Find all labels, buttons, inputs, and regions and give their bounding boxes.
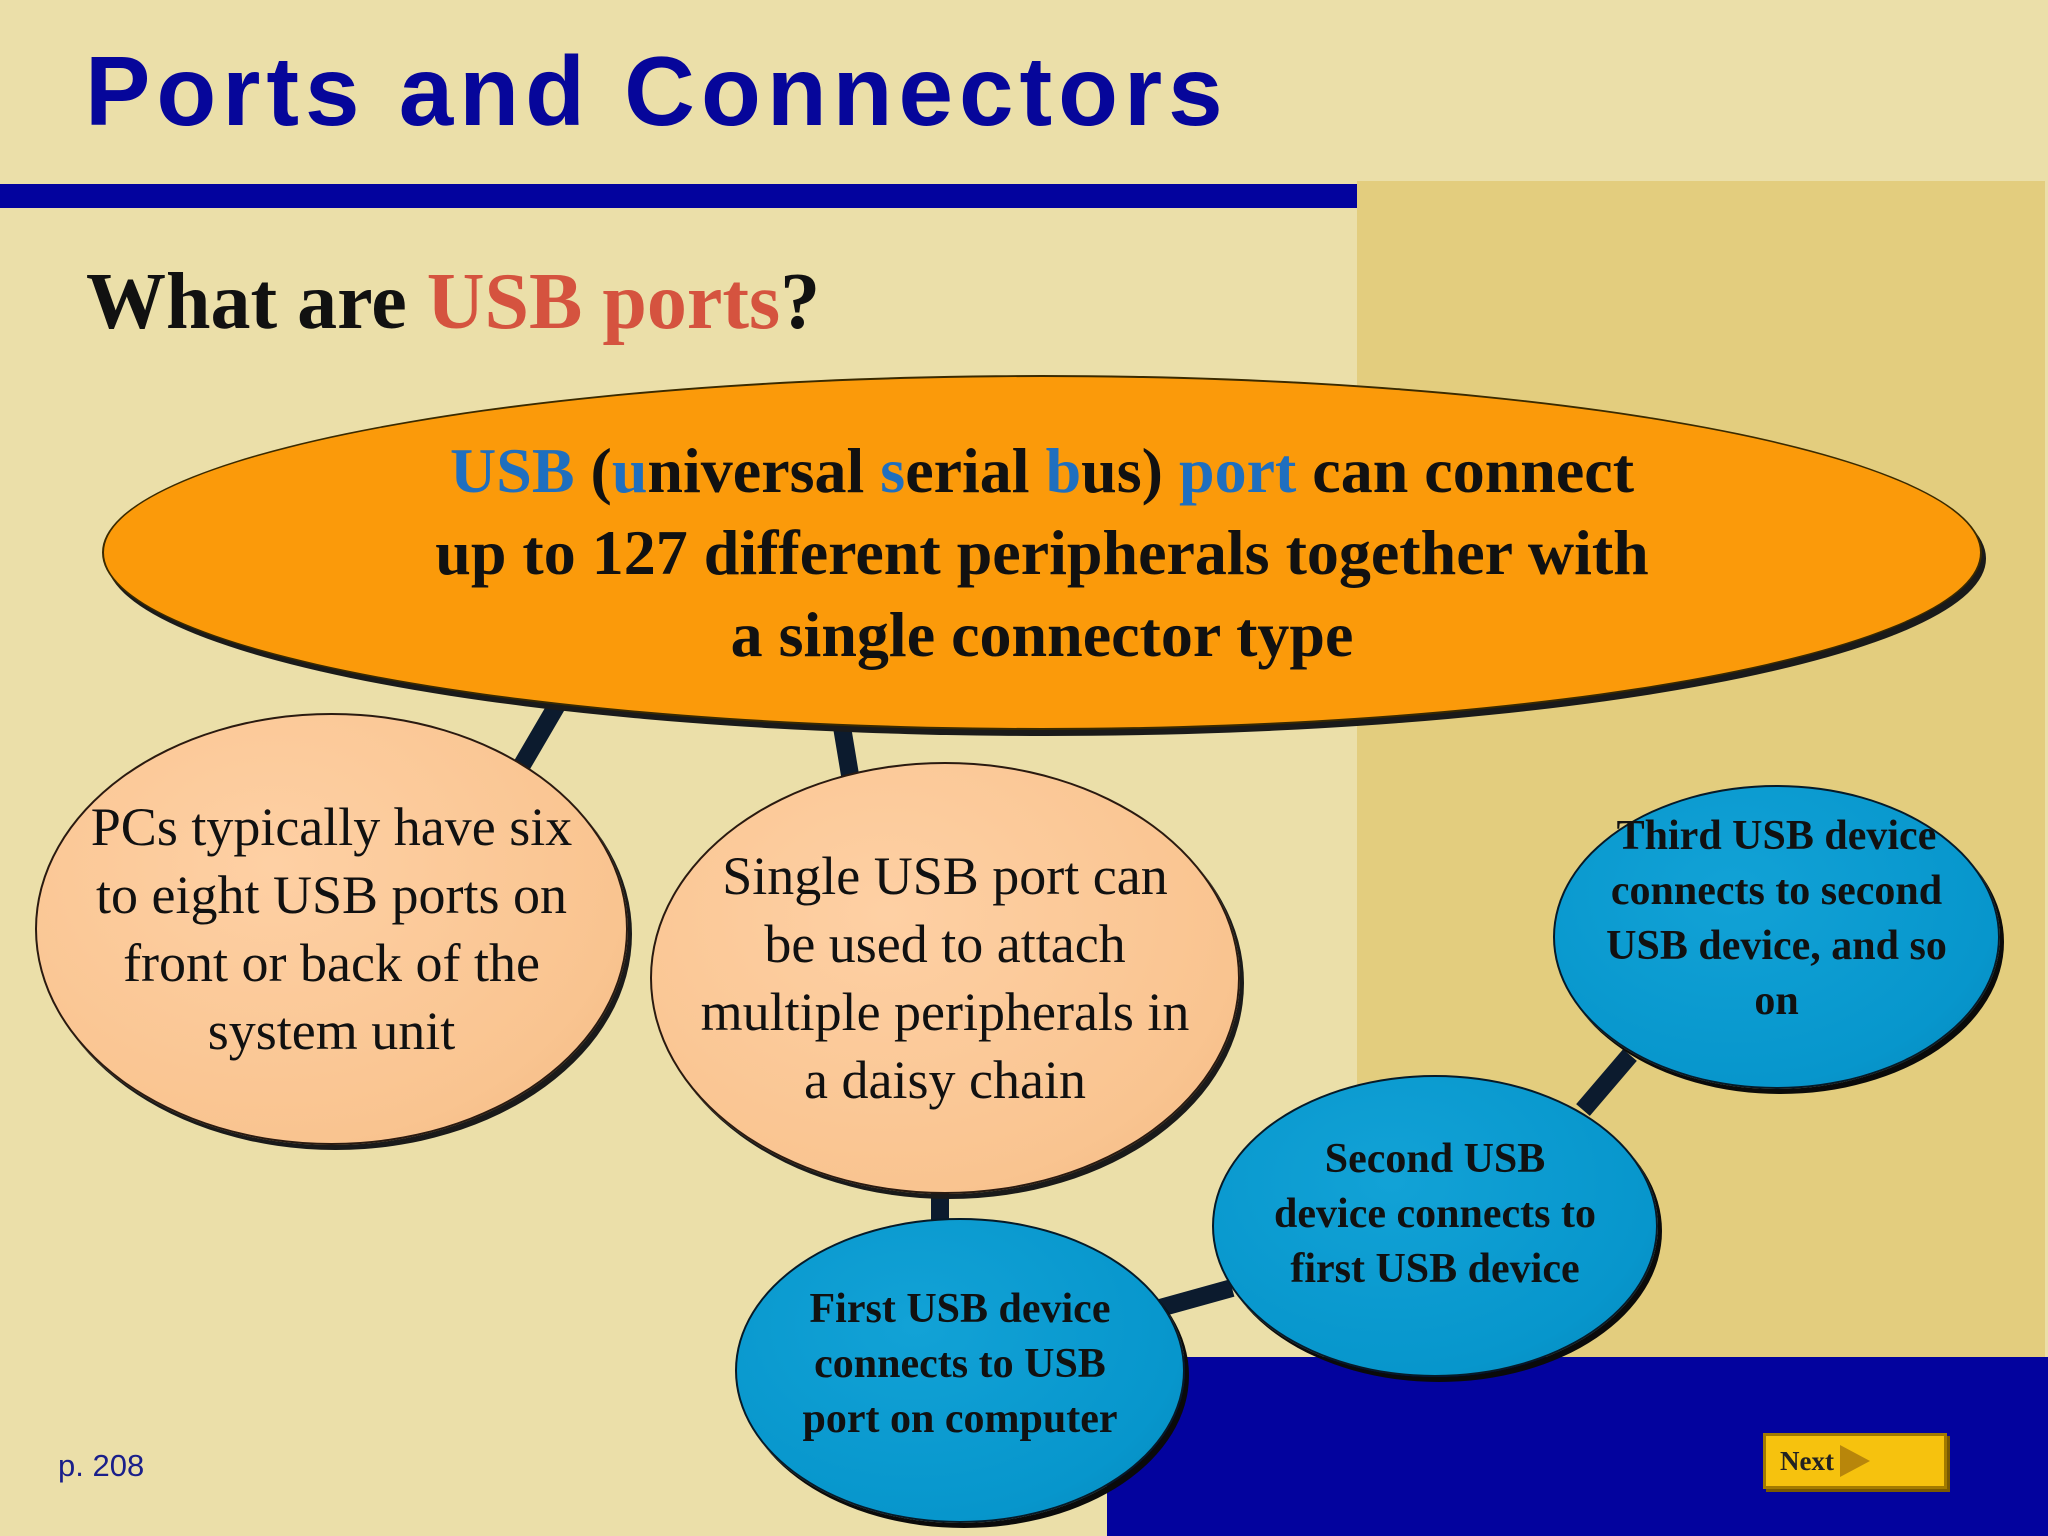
pcs-ports-bubble: PCs typically have six to eight USB port… bbox=[35, 713, 628, 1145]
slide-title: Ports and Connectors bbox=[85, 36, 1229, 146]
usb-acronym: USB bbox=[450, 434, 575, 506]
second-device-bubble: Second USB device connects to first USB … bbox=[1212, 1075, 1658, 1377]
next-button[interactable]: Next bbox=[1763, 1433, 1947, 1489]
slide-subtitle: What are USB ports? bbox=[86, 262, 820, 342]
daisy-chain-text: Single USB port can be used to attach mu… bbox=[700, 846, 1190, 1110]
title-divider bbox=[0, 184, 1357, 208]
letter-u: u bbox=[611, 434, 648, 506]
first-device-bubble: First USB device connects to USB port on… bbox=[735, 1218, 1185, 1523]
definition-fragment: ( bbox=[574, 434, 612, 506]
letter-b: b bbox=[1045, 434, 1082, 506]
subtitle-prefix: What are bbox=[86, 258, 427, 346]
next-button-label: Next bbox=[1780, 1445, 1834, 1476]
third-device-text: Third USB device connects to second USB … bbox=[1606, 813, 1947, 1024]
first-device-text: First USB device connects to USB port on… bbox=[802, 1286, 1118, 1442]
word-port: port bbox=[1178, 434, 1297, 506]
play-arrow-icon bbox=[1839, 1445, 1870, 1477]
connector-first-to-second bbox=[1157, 1279, 1235, 1317]
letter-s: s bbox=[880, 434, 906, 506]
connector-second-to-third bbox=[1576, 1049, 1637, 1116]
daisy-chain-bubble: Single USB port can be used to attach mu… bbox=[650, 762, 1240, 1194]
subtitle-highlight: USB ports bbox=[426, 258, 781, 346]
definition-fragment: us) bbox=[1081, 434, 1179, 506]
pcs-ports-text: PCs typically have six to eight USB port… bbox=[90, 797, 573, 1061]
page-number: p. 208 bbox=[58, 1448, 145, 1483]
usb-definition-text: USB (universal serial bus) port can conn… bbox=[434, 430, 1650, 676]
definition-fragment: can connect up to 127 different peripher… bbox=[435, 434, 1649, 670]
second-device-text: Second USB device connects to first USB … bbox=[1274, 1135, 1596, 1292]
third-device-bubble: Third USB device connects to second USB … bbox=[1553, 785, 2000, 1089]
definition-fragment: erial bbox=[905, 434, 1046, 506]
connector-main-to-pcs bbox=[514, 695, 568, 770]
usb-definition-bubble: USB (universal serial bus) port can conn… bbox=[102, 375, 1982, 730]
definition-fragment: niversal bbox=[647, 434, 881, 506]
subtitle-suffix: ? bbox=[780, 258, 821, 346]
